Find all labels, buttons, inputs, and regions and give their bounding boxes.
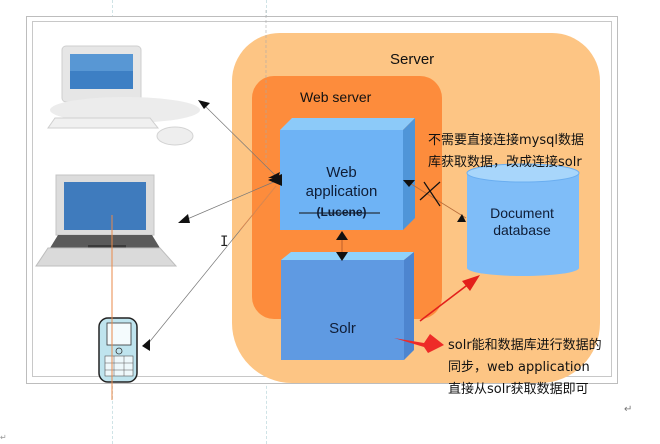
- annotation-no-direct-mysql: 不需要直接连接mysql数据 库获取数据，改成连接solr: [428, 130, 584, 174]
- annotation-bottom-line1: solr能和数据库进行数据的: [448, 338, 602, 353]
- red-arrowhead-icon: [462, 275, 480, 291]
- web-application-box: [280, 118, 415, 230]
- annotation-top-line1: 不需要直接连接mysql数据: [428, 133, 584, 148]
- arrowhead-icon: [142, 339, 150, 351]
- database-label: Document database: [466, 205, 578, 239]
- annotation-bottom-line2: 同步，web application: [448, 360, 590, 375]
- crossed-db-link: [403, 180, 467, 222]
- web-app-line2: application: [305, 183, 378, 200]
- web-application-label: Web application: [280, 163, 403, 201]
- web-server-label: Web server: [300, 89, 372, 105]
- database-line2: database: [493, 222, 551, 238]
- annotation-bottom-line3: 直接从solr获取数据即可: [448, 382, 589, 397]
- arrowhead-icon: [178, 214, 190, 223]
- webapp-solr-arrow: [336, 231, 348, 261]
- arrowhead-icon: [403, 180, 415, 187]
- arrowhead-icon: [268, 174, 282, 186]
- annotation-solr-sync: solr能和数据库进行数据的 同步，web application 直接从sol…: [448, 335, 602, 401]
- mobile-phone-icon: [98, 317, 138, 383]
- solr-box: [281, 252, 414, 360]
- client-connection-arrows: [142, 100, 282, 351]
- paragraph-return-icon: ↵: [624, 404, 633, 415]
- red-arrows: [394, 275, 480, 353]
- database-line1: Document: [490, 205, 554, 221]
- arrowhead-icon: [457, 214, 466, 222]
- lucene-label: (Lucene): [316, 205, 367, 219]
- arrowhead-icon: [198, 100, 210, 109]
- document-database-cylinder: [466, 163, 580, 276]
- laptop-icon: [35, 174, 178, 267]
- red-pointer-arrow-icon: [394, 334, 444, 353]
- paragraph-return-icon: ↵: [0, 433, 7, 442]
- web-app-line1: Web: [326, 164, 357, 181]
- annotation-top-line2: 库获取数据，改成连接solr: [428, 155, 582, 170]
- server-label: Server: [390, 51, 435, 68]
- solr-label: Solr: [329, 320, 356, 337]
- text-cursor-icon: I: [220, 234, 229, 250]
- desktop-computer-icon: [47, 45, 200, 146]
